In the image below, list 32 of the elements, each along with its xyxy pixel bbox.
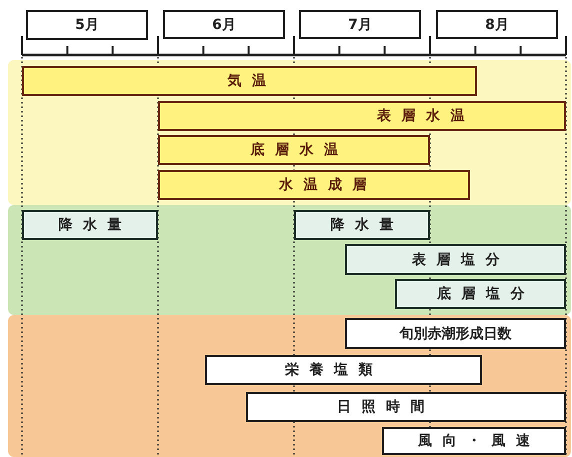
month-label: 7月: [348, 16, 372, 34]
factor-bar: [158, 170, 470, 200]
factor-bar: [294, 210, 430, 240]
factor-label: 水温成層: [279, 176, 377, 194]
factor-bar: [22, 66, 477, 96]
factor-bar: [345, 318, 566, 349]
factor-bar: [345, 244, 566, 275]
factor-bar: [382, 427, 566, 455]
factor-label: 表層塩分: [412, 250, 510, 268]
month-box: [436, 10, 558, 39]
factor-label: 降水量: [58, 216, 132, 234]
month-label: 8月: [485, 16, 509, 34]
factor-label: 底層水温: [250, 141, 348, 159]
factor-label: 栄養塩類: [285, 361, 383, 379]
factor-bar: [205, 355, 482, 385]
month-box: [26, 10, 148, 40]
factor-bar: [246, 392, 566, 422]
factor-label: 気温: [228, 72, 276, 90]
month-label: 6月: [212, 16, 236, 34]
month-box: [163, 10, 285, 39]
factor-label: 旬別赤潮形成日数: [400, 324, 512, 342]
factor-bar: [22, 210, 158, 240]
month-label: 5月: [75, 16, 99, 34]
factor-label: 底層塩分: [436, 285, 535, 303]
factor-bar: [395, 279, 566, 309]
month-box: [299, 10, 421, 39]
factor-bar: [158, 101, 566, 131]
factor-label: 表層水温: [377, 107, 475, 125]
factor-label: 日照時間: [337, 398, 435, 416]
factor-bar: [158, 135, 430, 165]
factor-label: 風向・風速: [418, 432, 540, 450]
factor-label: 降水量: [330, 216, 404, 234]
